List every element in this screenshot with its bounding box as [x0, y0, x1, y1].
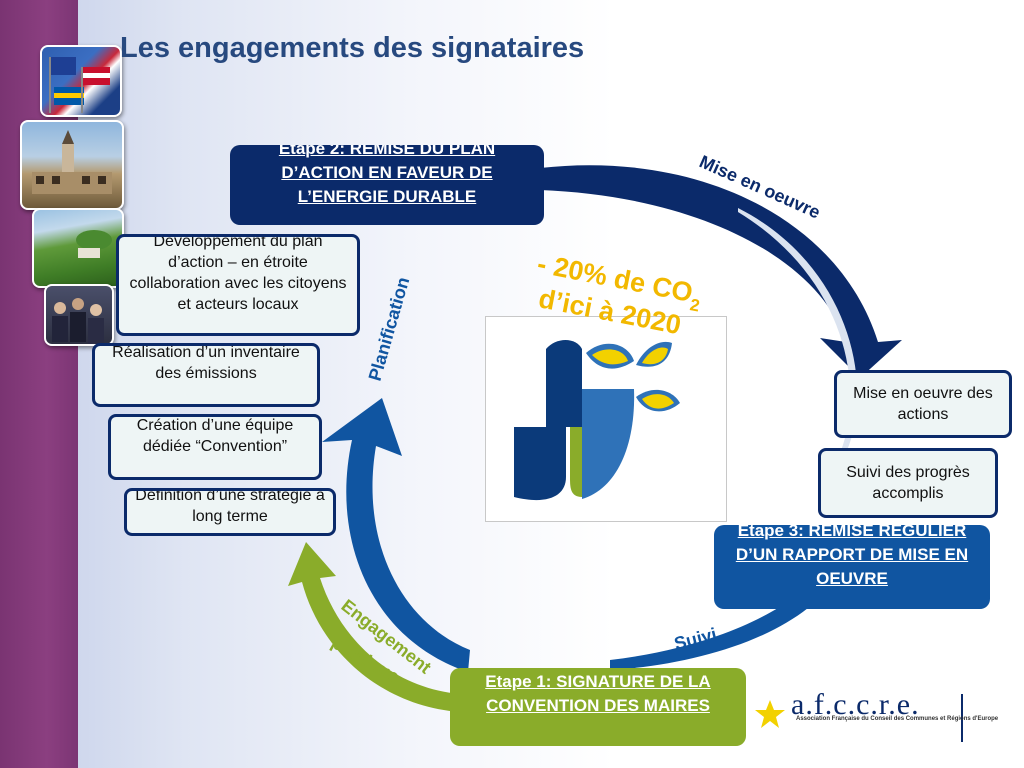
- target-subscript: 2: [688, 295, 701, 315]
- page-title: Les engagements des signataires: [120, 32, 585, 64]
- step-1-banner: Etape 1: SIGNATURE DE LA CONVENTION DES …: [450, 668, 746, 746]
- box-developpement-text: Développement du plan d’action – en étro…: [129, 234, 347, 313]
- afccre-logo: [752, 688, 974, 744]
- box-equipe: Création d’une équipe dédiée “Convention…: [108, 414, 322, 480]
- arrow-planification: [322, 398, 470, 672]
- landscape-illustration: [76, 230, 112, 258]
- photo-flags: [40, 45, 122, 117]
- box-strategie: Définition d’une stratégie à long terme: [124, 488, 336, 536]
- photo-landscape: [32, 208, 124, 288]
- box-strategie-text: Définition d’une stratégie à long terme: [135, 488, 325, 525]
- convention-logo: [485, 316, 727, 522]
- step-1-text: Etape 1: SIGNATURE DE LA CONVENTION DES …: [485, 672, 711, 715]
- step-3-text: Etape 3: REMISE REGULIER D’UN RAPPORT DE…: [735, 525, 969, 588]
- box-inventaire: Réalisation d’un inventaire des émission…: [92, 343, 320, 407]
- box-inventaire-text: Réalisation d’un inventaire des émission…: [112, 344, 300, 382]
- convention-logo-mark: [514, 340, 680, 501]
- flags-illustration: [49, 57, 110, 113]
- box-equipe-text: Création d’une équipe dédiée “Convention…: [136, 417, 294, 455]
- star-icon: [755, 700, 785, 728]
- arc-back-right: [738, 208, 858, 470]
- step-2-banner: Etape 2: REMISE DU PLAN D’ACTION EN FAVE…: [230, 145, 544, 225]
- afccre-logo-subtitle: Association Française du Conseil des Com…: [796, 716, 999, 722]
- audience-illustration: [52, 298, 104, 344]
- photo-audience: [44, 284, 114, 346]
- step-3-banner: Etape 3: REMISE REGULIER D’UN RAPPORT DE…: [714, 525, 990, 609]
- arrow-engagement-politique: [288, 542, 460, 712]
- box-suivi-progres: Suivi des progrès accomplis: [818, 448, 998, 518]
- arrow-mise-en-oeuvre: [540, 165, 902, 378]
- step-2-text: Etape 2: REMISE DU PLAN D’ACTION EN FAVE…: [278, 145, 496, 206]
- box-suivi-progres-text: Suivi des progrès accomplis: [846, 464, 970, 502]
- box-mise-en-oeuvre-actions-text: Mise en oeuvre des actions: [853, 385, 993, 423]
- afccre-logo-text: a.f.c.c.r.e.: [791, 688, 920, 721]
- box-mise-en-oeuvre-actions: Mise en oeuvre des actions: [834, 370, 1012, 438]
- box-developpement-plan: Développement du plan d’action – en étro…: [116, 234, 360, 336]
- town-illustration: [32, 130, 112, 194]
